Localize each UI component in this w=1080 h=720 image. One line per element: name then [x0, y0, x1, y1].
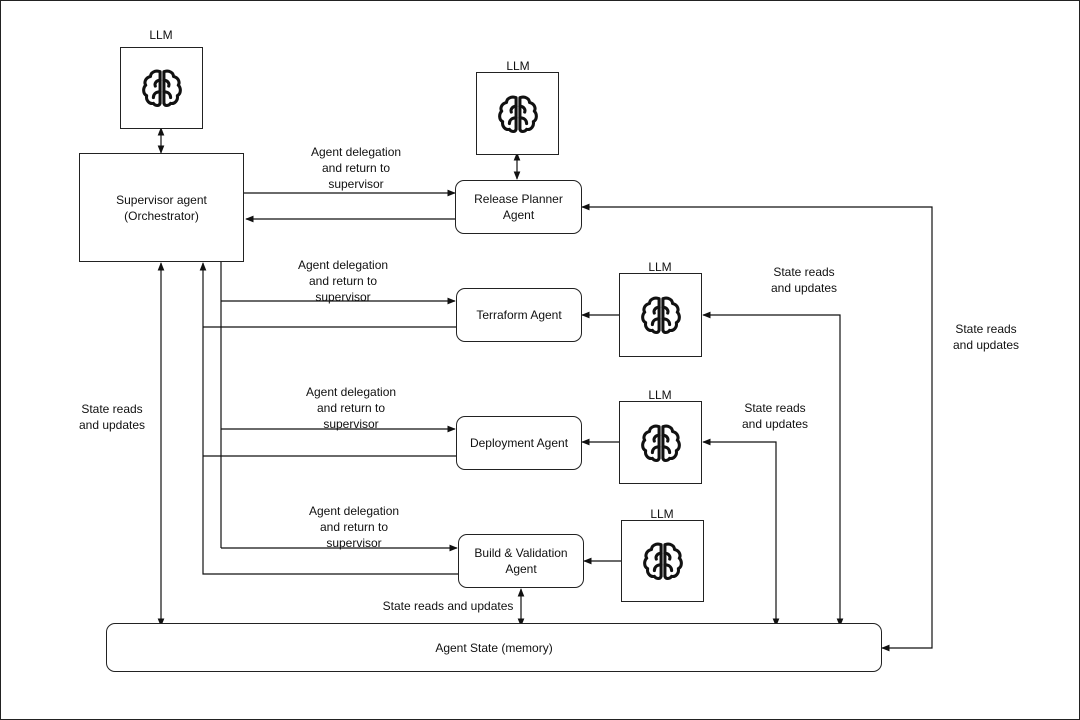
label-delegation-release: Agent delegation and return to superviso… — [310, 145, 402, 191]
brain-icon — [141, 69, 182, 108]
llm-box-deployment — [619, 401, 702, 484]
agent-state-node: Agent State (memory) — [106, 623, 882, 672]
supervisor-agent-node: Supervisor agent (Orchestrator) — [79, 153, 244, 262]
llm-label-build: LLM — [650, 507, 674, 521]
label-state-build: State reads and updates — [382, 599, 514, 613]
llm-label-supervisor: LLM — [149, 28, 173, 42]
llm-box-supervisor — [120, 47, 203, 129]
label-state-terraform: State reads and updates — [770, 265, 838, 295]
label-state-supervisor: State reads and updates — [78, 402, 146, 432]
llm-label-release-planner: LLM — [506, 59, 530, 73]
brain-icon — [640, 296, 681, 335]
deployment-agent-node: Deployment Agent — [456, 416, 582, 470]
build-validation-agent-node: Build & Validation Agent — [458, 534, 584, 588]
llm-box-release-planner — [476, 72, 559, 155]
arrow-return-bus-to-supervisor — [199, 262, 458, 575]
brain-icon — [497, 95, 538, 133]
brain-icon — [640, 424, 681, 462]
label-delegation-terraform: Agent delegation and return to superviso… — [297, 258, 389, 304]
llm-label-terraform: LLM — [648, 260, 672, 274]
arrow-terraform-state — [702, 311, 844, 627]
arrow-release-planner-state — [581, 203, 933, 652]
label-state-deployment: State reads and updates — [741, 401, 809, 431]
brain-icon — [642, 542, 683, 581]
label-state-release: State reads and updates — [952, 322, 1020, 352]
label-delegation-deployment: Agent delegation and return to superviso… — [305, 385, 397, 431]
terraform-agent-node: Terraform Agent — [456, 288, 582, 342]
label-delegation-build: Agent delegation and return to superviso… — [308, 504, 400, 550]
arrow-deployment-state — [702, 438, 780, 627]
llm-label-deployment: LLM — [648, 388, 672, 402]
release-planner-agent-node: Release Planner Agent — [455, 180, 582, 234]
llm-box-build — [621, 520, 704, 602]
llm-box-terraform — [619, 273, 702, 357]
